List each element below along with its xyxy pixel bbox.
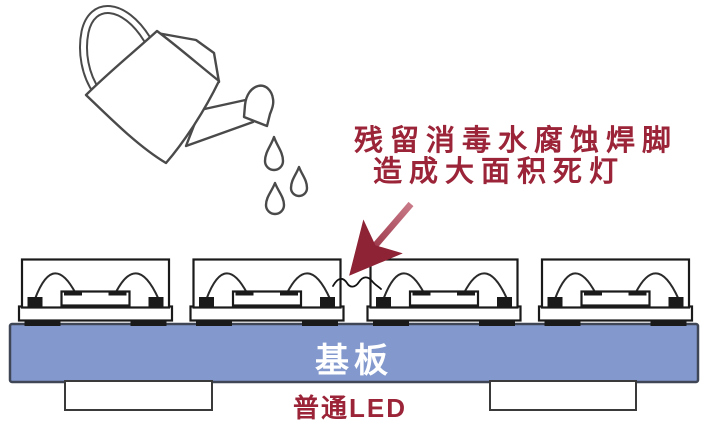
led-type-label: 普通LED bbox=[293, 393, 408, 423]
annotation-arrow bbox=[349, 201, 414, 276]
led-module bbox=[366, 258, 522, 328]
led-module bbox=[189, 258, 345, 328]
annotation-line-1: 残留消毒水腐蚀焊脚 bbox=[353, 125, 678, 157]
corrosion-crack-line bbox=[332, 276, 382, 290]
led-module bbox=[17, 258, 174, 328]
water-drop-icon bbox=[264, 181, 286, 216]
led-module bbox=[537, 258, 694, 328]
substrate-bar bbox=[8, 322, 700, 384]
standoffs-layer bbox=[64, 380, 637, 411]
annotation-line-2: 造成大面积死灯 bbox=[372, 156, 625, 188]
annotation-text: 残留消毒水腐蚀焊脚 造成大面积死灯 bbox=[338, 126, 694, 188]
water-drops bbox=[263, 135, 309, 216]
can-body bbox=[84, 29, 221, 165]
led-modules-layer bbox=[17, 258, 694, 328]
water-drop-icon bbox=[289, 165, 309, 198]
can-rose bbox=[242, 84, 275, 128]
water-drop-icon bbox=[263, 135, 285, 172]
substrate-standoff bbox=[489, 380, 637, 411]
substrate-label: 基板 bbox=[315, 342, 393, 380]
substrate-standoff bbox=[64, 380, 213, 411]
watering-can-icon bbox=[79, 5, 275, 165]
